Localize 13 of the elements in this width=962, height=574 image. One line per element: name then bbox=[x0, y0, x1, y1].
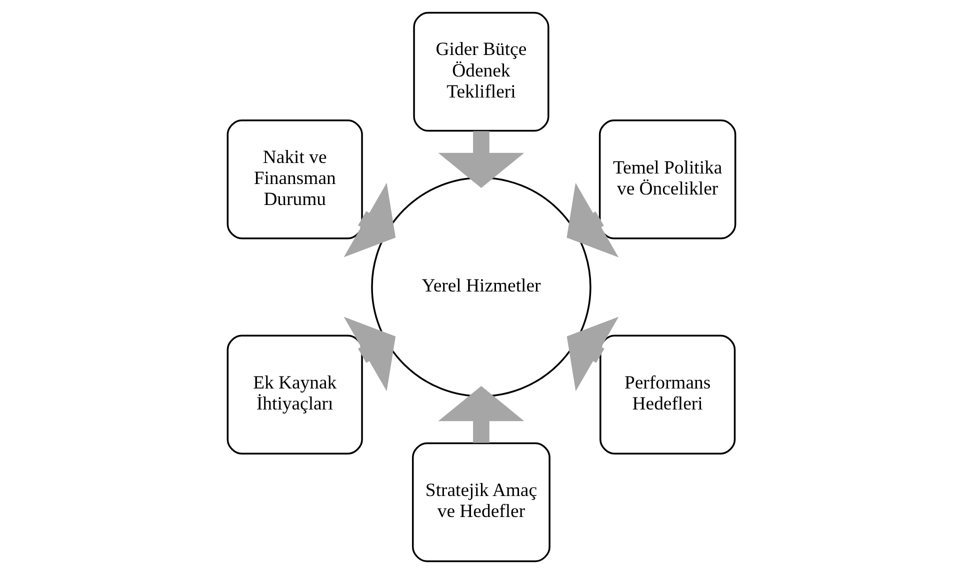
node-box: Gider Bütçe Ödenek Teklifleri bbox=[412, 12, 549, 132]
node-box: Nakit ve Finansman Durumu bbox=[226, 120, 362, 240]
node-circle: Yerel Hizmetler bbox=[370, 176, 591, 398]
arrow bbox=[438, 386, 524, 443]
arrow bbox=[343, 182, 396, 258]
arrow bbox=[438, 131, 524, 188]
node-box: Temel Politika ve Öncelikler bbox=[598, 120, 736, 240]
arrow bbox=[566, 182, 618, 258]
node-box: Stratejik Amaç ve Hedefler bbox=[412, 442, 550, 562]
arrow bbox=[343, 316, 396, 392]
node-box: Ek Kaynak İhtiyaçları bbox=[226, 334, 362, 454]
node-box: Performans Hedefleri bbox=[599, 334, 736, 454]
arrow bbox=[566, 316, 618, 392]
